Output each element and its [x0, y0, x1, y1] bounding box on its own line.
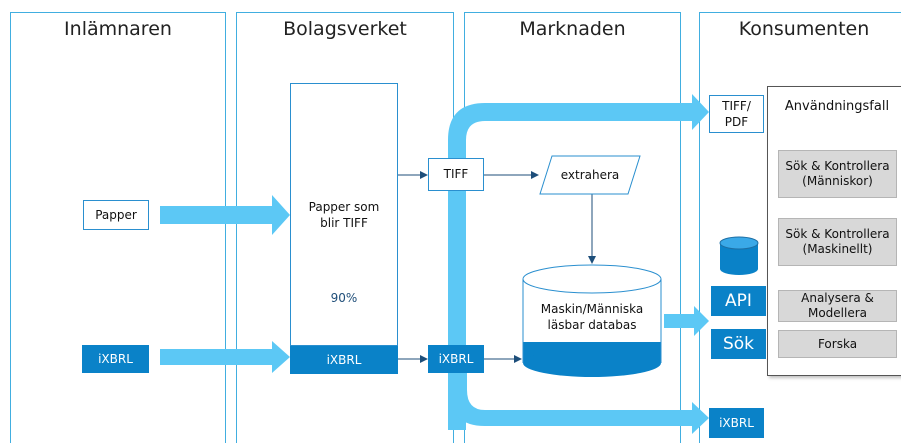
use-case-item-line1: Sök & Kontrollera [785, 227, 890, 241]
ixbrl-market-node: iXBRL [428, 345, 484, 373]
use-case-item: Forska [778, 330, 897, 358]
ixbrl-consumer-node: iXBRL [709, 408, 764, 438]
paper-to-tiff-label-1: Papper som [308, 200, 380, 214]
lane-title-registry: Bolagsverket [283, 18, 407, 40]
use-case-item: Analysera & Modellera [778, 290, 897, 322]
use-case-item: Sök & Kontrollera (Maskinellt) [778, 218, 897, 266]
tiff-node: TIFF [428, 158, 484, 191]
extract-label: extrahera [560, 168, 620, 182]
lane-title-market: Marknaden [519, 18, 626, 40]
arrow-paper-to-registry [160, 195, 290, 235]
ixbrl-registry-node: iXBRL [290, 346, 398, 374]
paper-node: Papper [83, 200, 149, 230]
lane-filer [10, 12, 226, 443]
api-node: API [711, 286, 766, 316]
arrow-tiff-to-consumer [448, 94, 709, 430]
use-case-item-line2: (Maskinellt) [802, 242, 873, 256]
extract-shape [539, 155, 641, 195]
use-case-item-line2: (Människor) [802, 174, 873, 188]
tiff-pdf-node [709, 95, 764, 133]
percent-label: 90% [330, 291, 358, 305]
use-case-item: Sök & Kontrollera (Människor) [778, 150, 897, 198]
search-node: Sök [711, 329, 766, 359]
lane-consumer [699, 12, 901, 443]
use-case-item-line1: Analysera & [801, 291, 874, 305]
use-case-item-line2: Modellera [807, 306, 868, 320]
database-label-2: läsbar databas [547, 318, 637, 332]
database-cylinder [522, 264, 662, 377]
arrow-ixbrl-to-registry [160, 341, 290, 373]
arrow-ixbrl-to-consumer [449, 370, 709, 434]
tiff-pdf-label-1: TIFF/ [722, 99, 751, 113]
paper-to-tiff-box [290, 83, 398, 346]
ixbrl-filer-node: iXBRL [82, 345, 149, 373]
database-icon [719, 236, 759, 275]
database-label-1: Maskin/Människa [540, 302, 644, 316]
paper-to-tiff-label-2: blir TIFF [320, 216, 368, 230]
arrow-db-to-api [664, 306, 709, 336]
lane-title-filer: Inlämnaren [64, 18, 172, 40]
use-case-item-line1: Forska [817, 336, 858, 351]
lane-title-consumer: Konsumenten [738, 18, 870, 40]
tiff-pdf-label-2: PDF [724, 115, 749, 129]
use-case-item-line1: Sök & Kontrollera [785, 159, 890, 173]
use-case-title: Användningsfall [784, 99, 890, 114]
